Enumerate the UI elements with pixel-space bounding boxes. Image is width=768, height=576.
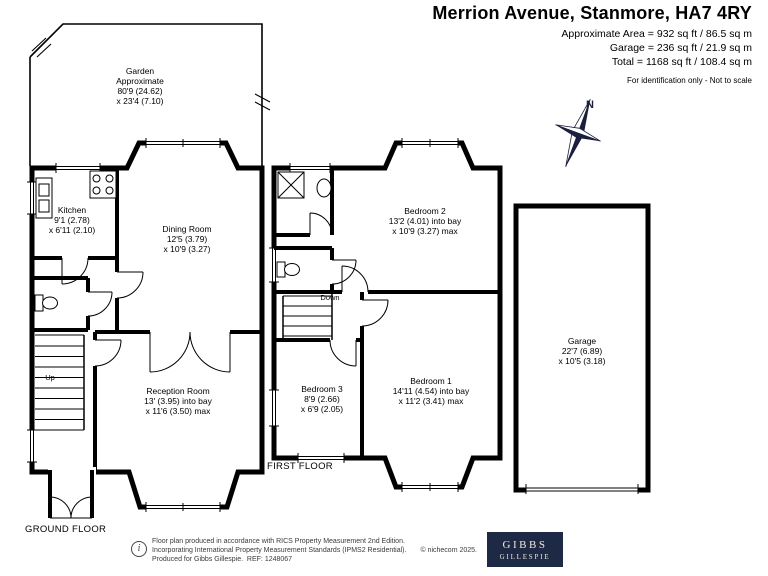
label-line: Bedroom 1 — [410, 376, 452, 386]
stairs-up-label: Up — [45, 373, 55, 382]
label-line: 8'9 (2.66) — [304, 394, 340, 404]
front-porch — [48, 467, 96, 519]
toilet-icon-ground — [34, 294, 58, 312]
disclaimer-line: Incorporating International Property Mea… — [152, 546, 477, 555]
label-line: x 6'9 (2.05) — [300, 404, 344, 414]
area-line: Approximate Area = 932 sq ft / 86.5 sq m — [561, 28, 752, 40]
ground-floor-walls — [29, 140, 265, 510]
garage-label: Garage 22'7 (6.89) x 10'5 (3.18) — [522, 336, 642, 366]
label-line: x 23'4 (7.10) — [116, 96, 164, 106]
disclaimer-text: Incorporating International Property Mea… — [152, 547, 407, 554]
ground-floor-interior-walls — [32, 168, 262, 472]
label-line: 14'11 (4.54) into bay — [392, 386, 470, 396]
label-line: Dining Room — [162, 224, 212, 234]
reception-room-label: Reception Room 13' (3.95) into bay x 11'… — [108, 386, 248, 416]
label-line: 13' (3.95) into bay — [144, 396, 212, 406]
stairs-down-label: Down — [320, 293, 340, 302]
bedroom3-label: Bedroom 3 8'9 (2.66) x 6'9 (2.05) — [270, 384, 374, 414]
toilet-icon-first — [276, 261, 300, 278]
label-line: Bedroom 3 — [301, 384, 343, 394]
garage-door — [525, 484, 639, 495]
area-line: Garage = 236 sq ft / 21.9 sq m — [609, 42, 752, 54]
kitchen-sink-icon — [35, 177, 53, 219]
stairs-up — [35, 334, 85, 431]
label-line: 13'2 (4.01) into bay — [388, 216, 462, 226]
label-line: 80'9 (24.62) — [117, 86, 163, 96]
label-line: Bedroom 2 — [404, 206, 446, 216]
first-floor-label: FIRST FLOOR — [267, 461, 333, 472]
compass-north-label: N — [586, 99, 594, 111]
compass-icon — [555, 98, 601, 167]
logo-line1: GIBBS — [502, 538, 548, 551]
copyright-text: © nichecom 2025. — [420, 547, 477, 554]
label-line: x 10'5 (3.18) — [558, 356, 606, 366]
garden-label: Garden Approximate 80'9 (24.62) x 23'4 (… — [80, 66, 200, 106]
ground-floor-doors — [61, 257, 231, 373]
shower-icon — [277, 171, 305, 199]
label-line: Garden — [125, 66, 155, 76]
first-floor-doors — [309, 212, 389, 367]
label-line: x 11'2 (3.41) max — [398, 396, 464, 406]
label-line: Approximate — [116, 76, 164, 86]
stove-icon — [89, 170, 117, 199]
kitchen-label: Kitchen 9'1 (2.78) x 6'11 (2.10) — [34, 205, 110, 235]
area-summary: Approximate Area = 932 sq ft / 86.5 sq m… — [561, 27, 752, 69]
label-line: Garage — [567, 336, 597, 346]
garden-outline — [29, 23, 271, 166]
disclaimer-line: Produced for Gibbs Gillespie. REF: 12480… — [152, 556, 293, 563]
label-line: x 6'11 (2.10) — [48, 225, 96, 235]
label-line: x 11'6 (3.50) max — [145, 406, 211, 416]
garage-walls — [513, 203, 651, 493]
identification-note: For identification only - Not to scale — [627, 76, 752, 85]
logo-line2: GILLESPIE — [499, 552, 551, 561]
label-line: 12'5 (3.79) — [166, 234, 208, 244]
label-line: 22'7 (6.89) — [561, 346, 603, 356]
info-icon: i — [131, 541, 147, 557]
stairs-down — [282, 292, 333, 340]
label-line: Reception Room — [146, 386, 210, 396]
gibbs-gillespie-logo: GIBBS GILLESPIE — [487, 532, 563, 567]
disclaimer-line: Floor plan produced in accordance with R… — [152, 538, 405, 545]
first-floor-interior-walls — [274, 168, 500, 458]
label-line: x 10'9 (3.27) max — [392, 226, 458, 236]
ground-floor-label: GROUND FLOOR — [25, 524, 107, 535]
first-floor-walls — [271, 140, 503, 490]
basin-icon — [316, 178, 332, 198]
area-line: Total = 1168 sq ft / 108.4 sq m — [611, 56, 752, 68]
page-title: Merrion Avenue, Stanmore, HA7 4RY — [432, 3, 752, 23]
label-line: Kitchen — [57, 205, 87, 215]
footer-disclaimer: Floor plan produced in accordance with R… — [152, 537, 477, 564]
ground-floor-windows — [27, 138, 221, 512]
bedroom1-label: Bedroom 1 14'11 (4.54) into bay x 11'2 (… — [361, 376, 501, 406]
label-line: x 10'9 (3.27) — [163, 244, 211, 254]
bedroom2-label: Bedroom 2 13'2 (4.01) into bay x 10'9 (3… — [355, 206, 495, 236]
label-line: 9'1 (2.78) — [54, 215, 90, 225]
first-floor-windows — [269, 138, 459, 492]
dining-room-label: Dining Room 12'5 (3.79) x 10'9 (3.27) — [127, 224, 247, 254]
